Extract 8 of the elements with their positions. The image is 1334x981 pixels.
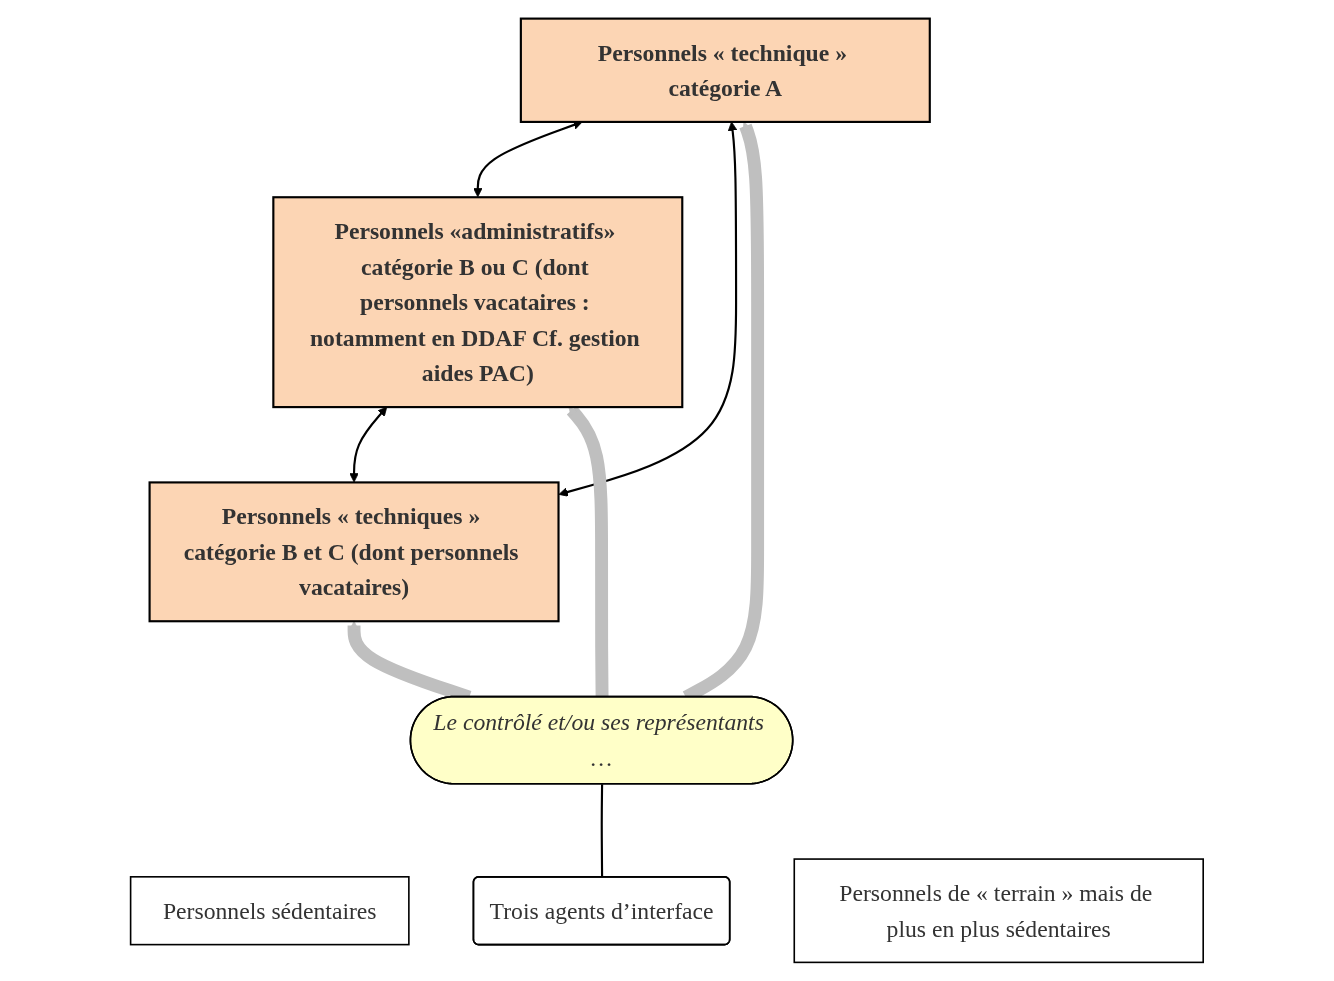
- node-box: [272, 196, 684, 409]
- node-box: [793, 858, 1205, 964]
- node-box: [129, 876, 410, 946]
- diagram: Personnels « technique » catégorie A Personnels «administratifs» catégorie B ou C (dont personnels vacataires : notamment en DDAF Cf. gestion aides PAC) Personnels « techniques » catégorie B et C (dont personnels vacataires) Le contrôlé et/ou ses représentants … Personnels sédentaires Trois agents d’interface Personnels de « terrain » mais de plus en plus sédentaires: [122, 10, 1212, 971]
- node-box: [148, 481, 560, 623]
- arrow: [558, 121, 738, 497]
- connector: [600, 784, 604, 878]
- node-box: [519, 17, 931, 123]
